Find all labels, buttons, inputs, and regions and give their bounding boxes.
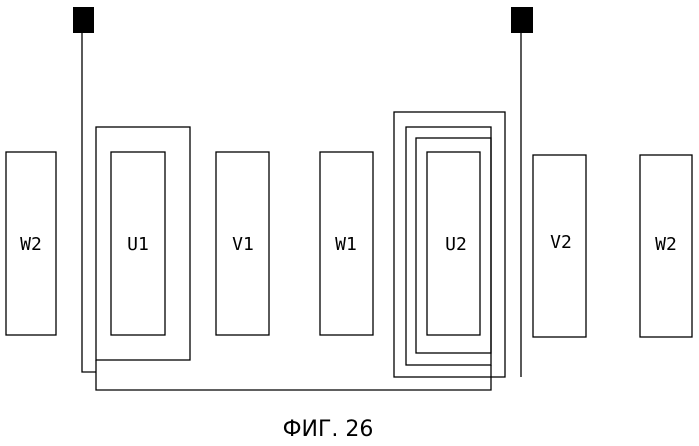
- slot-label: U1: [127, 234, 149, 255]
- slot-w2-left: W2: [6, 152, 56, 335]
- slot-u2: U2: [427, 152, 480, 335]
- slot-w2-right: W2: [640, 155, 692, 337]
- coil-u1-lead: [82, 33, 96, 372]
- slot-label: U2: [445, 234, 467, 255]
- slot-label: V1: [232, 234, 254, 255]
- slot-label: W2: [655, 234, 677, 255]
- terminal-left: [73, 7, 94, 33]
- terminal-right: [511, 7, 533, 33]
- slot-v1: V1: [216, 152, 269, 335]
- slot-w1: W1: [320, 152, 373, 335]
- slot-label: V2: [550, 232, 572, 253]
- figure-caption: ФИГ. 26: [283, 417, 374, 442]
- slot-label: W1: [335, 234, 357, 255]
- slot-v2: V2: [533, 155, 586, 337]
- slot-label: W2: [20, 234, 42, 255]
- slot-u1: U1: [111, 152, 165, 335]
